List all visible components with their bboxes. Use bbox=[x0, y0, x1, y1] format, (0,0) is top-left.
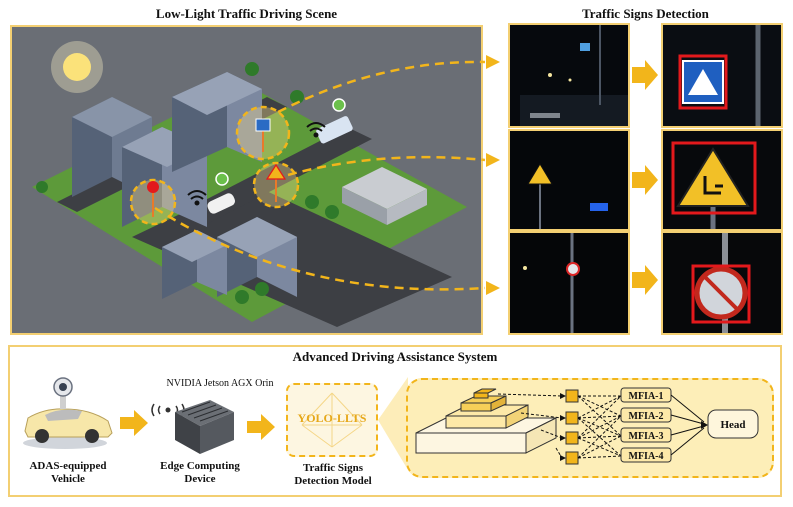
wifi-icon bbox=[306, 122, 326, 138]
vehicle-label: ADAS-equipped Vehicle bbox=[18, 460, 118, 486]
moon-icon bbox=[51, 41, 103, 93]
detected-sign-crosswalk bbox=[661, 23, 783, 128]
truck-icon bbox=[316, 116, 353, 144]
vehicle-label-line1: ADAS-equipped bbox=[29, 460, 107, 472]
network-graph-icon bbox=[301, 392, 363, 448]
mfia-1-label: MFIA-1 bbox=[629, 391, 664, 402]
crosswalk-sign-icon bbox=[255, 118, 271, 152]
city-illustration bbox=[12, 27, 481, 333]
right-arrow-icon bbox=[632, 165, 658, 195]
detected-sign-prohibition bbox=[661, 231, 783, 335]
arrowhead bbox=[486, 153, 500, 167]
detection-box bbox=[691, 264, 751, 324]
warning-sign-icon bbox=[265, 163, 287, 202]
vehicle-label-line2: Vehicle bbox=[51, 473, 85, 485]
scale-arrows bbox=[497, 393, 563, 459]
sign-small bbox=[580, 43, 590, 51]
right-arrow-icon bbox=[632, 60, 658, 90]
prohibition-sign-icon bbox=[566, 262, 580, 276]
feature-pyramid bbox=[415, 388, 557, 454]
model-label: Traffic Signs Detection Model bbox=[278, 462, 388, 488]
model-label-line2: Detection Model bbox=[294, 475, 372, 487]
feature-squares bbox=[565, 389, 579, 465]
mfia-4-label: MFIA-4 bbox=[629, 451, 664, 462]
architecture-diagram: MFIA-1 MFIA-2 MFIA-3 MFIA-4 Head bbox=[415, 387, 759, 465]
model-logo-box: YOLO-LLTS bbox=[286, 383, 378, 457]
arrowhead bbox=[486, 55, 500, 69]
factory bbox=[342, 167, 427, 225]
wifi-icon bbox=[187, 190, 207, 206]
right-arrow-icon bbox=[632, 265, 658, 295]
night-street-photo bbox=[510, 233, 628, 333]
scene-photo-prohibition bbox=[508, 231, 630, 335]
warning-sign-icon bbox=[527, 163, 553, 185]
night-street-photo bbox=[510, 131, 628, 229]
zoom-pointer bbox=[378, 377, 408, 470]
trees bbox=[36, 62, 339, 304]
jetson-device-icon bbox=[151, 400, 234, 454]
detection-title: Traffic Signs Detection bbox=[582, 6, 709, 21]
mfia-2-label: MFIA-2 bbox=[629, 411, 664, 422]
right-arrow-icon bbox=[120, 410, 148, 436]
scene-photo-warning bbox=[508, 129, 630, 231]
mfia-connections bbox=[577, 395, 622, 459]
mfia-3-label: MFIA-3 bbox=[629, 431, 664, 442]
car-icon bbox=[207, 193, 236, 214]
adas-vehicle-icon bbox=[23, 377, 113, 449]
location-pin-icon bbox=[215, 172, 229, 186]
arrow-to-warning bbox=[287, 155, 486, 177]
model-logo-text: YOLO-LLTS bbox=[297, 411, 367, 425]
arrow-to-prohibition bbox=[154, 206, 486, 291]
arrowhead bbox=[486, 281, 500, 295]
head-box bbox=[707, 409, 759, 439]
connector-arrows bbox=[154, 55, 658, 295]
detected-sign-warning bbox=[661, 129, 783, 231]
device-label: Edge Computing Device bbox=[140, 460, 260, 486]
device-name: NVIDIA Jetson AGX Orin bbox=[166, 378, 274, 389]
device-label-line1: Edge Computing bbox=[160, 460, 240, 472]
detection-box bbox=[671, 141, 757, 215]
head-label: Head bbox=[720, 419, 745, 431]
building bbox=[172, 72, 262, 172]
warning-sign-icon bbox=[676, 147, 750, 207]
prohibition-sign-icon bbox=[147, 181, 159, 217]
night-street-photo bbox=[510, 25, 628, 126]
right-arrow-icon bbox=[247, 414, 275, 440]
model-label-line1: Traffic Signs bbox=[303, 462, 363, 474]
ads-title: Advanced Driving Assistance System bbox=[292, 349, 498, 364]
device-label-line2: Device bbox=[184, 473, 216, 485]
location-pin-icon bbox=[332, 98, 346, 112]
scene-title: Low-Light Traffic Driving Scene bbox=[155, 6, 338, 21]
mfia-boxes bbox=[620, 387, 672, 463]
detection-box bbox=[678, 54, 728, 110]
scene-panel bbox=[10, 25, 483, 335]
scene-photo-crosswalk bbox=[508, 23, 630, 128]
arrow-to-crosswalk bbox=[277, 60, 486, 114]
head-arrows bbox=[670, 394, 705, 456]
